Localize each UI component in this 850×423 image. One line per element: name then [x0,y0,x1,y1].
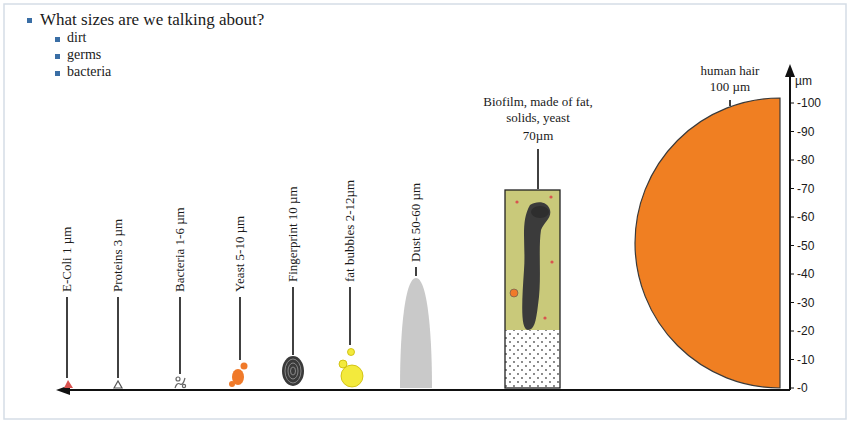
size-label: Dust 50-60 µm [409,183,423,262]
dust-shape [400,278,432,388]
axis-tick-label: -70 [797,182,814,196]
axis-tick [790,274,794,275]
axis-unit: µm [795,74,812,88]
axis-tick [790,131,794,132]
fingerprint-shape [282,356,304,386]
axis-tick [790,160,794,161]
slide-frame [4,4,846,419]
leader-lines [67,100,730,378]
size-value: 70µm [508,128,568,144]
size-label: fat bubbles 2-12µm [343,180,357,282]
axis-tick [790,331,794,332]
size-label: Yeast 5-10 µm [233,216,247,292]
protein-shape [114,381,122,388]
size-value: 100 µm [685,79,775,95]
axis-tick [790,302,794,303]
axis-tick-label: -10 [797,353,814,367]
bullet-item: bacteria [67,65,111,79]
bullet-item: dirt [67,31,86,45]
axis-tick-label: -50 [797,239,814,253]
bullet-item: germs [67,48,101,62]
vertical-axis [785,64,795,390]
hair-shape [635,98,780,388]
size-label: Biofilm, made of fat, solids, yeast [475,94,601,126]
size-label: Fingerprint 10 µm [286,186,300,282]
yeast-shape [229,363,248,388]
axis-tick-label: -90 [797,125,814,139]
axis-tick [790,388,794,389]
axis-tick-label: -40 [797,267,814,281]
size-label: Proteins 3 µm [111,219,125,292]
size-label: E-Coli 1 µm [60,227,74,292]
axis-tick-label: -20 [797,324,814,338]
axis-tick [790,217,794,218]
size-label: human hair [685,63,775,79]
axis-tick [790,103,794,104]
size-label: Bacteria 1-6 µm [173,207,187,292]
axis-tick [790,359,794,360]
biofilm-shape [505,190,560,388]
fat-bubbles-shape [339,349,363,388]
axis-tick-label: -0 [797,381,808,395]
axis-tick-label: -30 [797,296,814,310]
slide-heading: What sizes are we talking about? [40,10,264,30]
bacteria-shape [175,377,186,388]
ecoli-shape [64,380,73,388]
axis-tick [790,245,794,246]
axis-tick-label: -100 [797,96,821,110]
axis-tick-label: -80 [797,153,814,167]
axis-tick [790,188,794,189]
axis-tick-label: -60 [797,210,814,224]
